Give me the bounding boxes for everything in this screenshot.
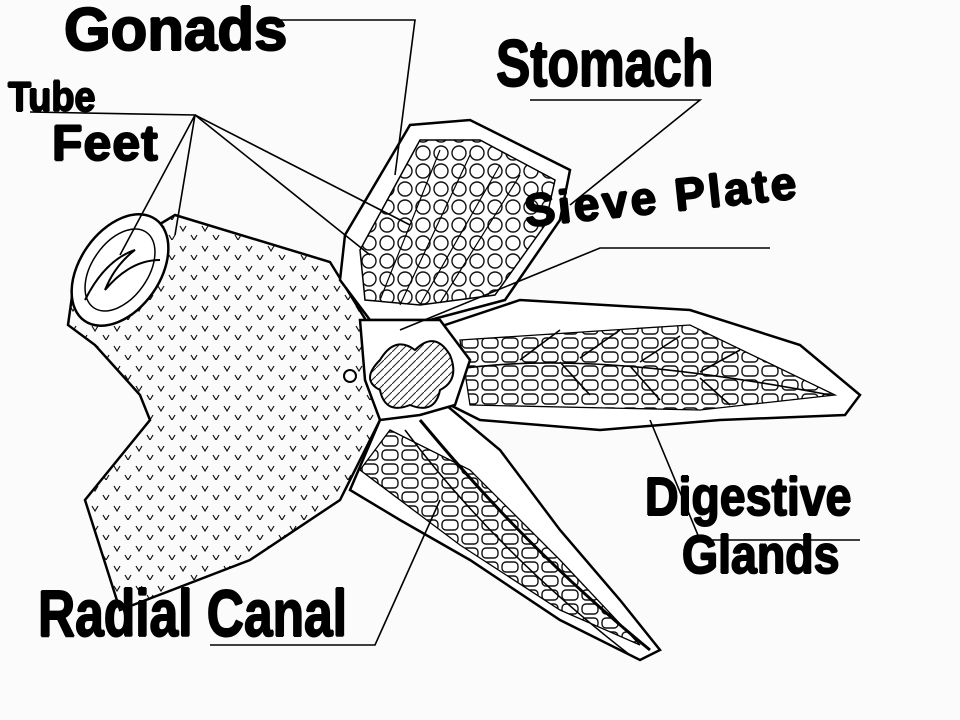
label-gonads: Gonads [64, 0, 288, 63]
gonad-rows [359, 139, 556, 306]
label-tube: Tube [8, 73, 96, 120]
arm-tip-end [70, 213, 170, 327]
label-digestive: Digestive [645, 467, 852, 527]
stomach-lobes [369, 340, 455, 409]
leader-tube-feet-d [174, 114, 196, 236]
leader-tube-feet-b [194, 114, 371, 256]
leader-digestive [649, 419, 860, 541]
leader-gonads [272, 19, 416, 176]
sieve-plate-dot [343, 369, 357, 383]
label-radial-canal: Radial Canal [38, 576, 347, 650]
leader-lines [29, 19, 860, 646]
label-stomach: Stomach [496, 26, 714, 100]
radial-canal-line [418, 419, 651, 652]
label-glands: Glands [682, 525, 840, 585]
tube-feet-curl [84, 249, 161, 301]
radial-canal-line-2 [404, 429, 631, 656]
ambulacral-cells [359, 429, 641, 646]
leader-tube-feet-c [194, 114, 411, 226]
leader-sieve-plate [399, 247, 770, 331]
label-feet: Feet [52, 115, 159, 171]
leader-radial [210, 499, 441, 646]
leader-stomach [530, 99, 703, 206]
arm-tip-inner [84, 228, 156, 312]
digestive-branch [449, 329, 831, 406]
